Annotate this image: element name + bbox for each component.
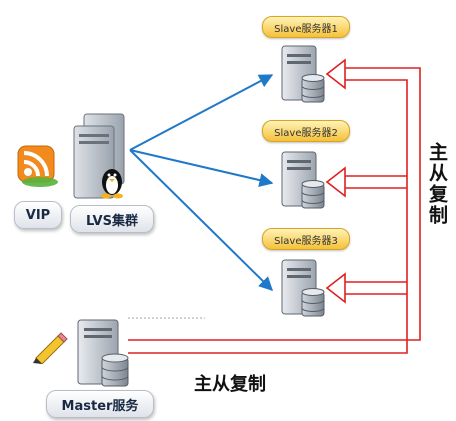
database-server-icon: [281, 151, 325, 209]
slave-1-tag: Slave服务器1: [262, 16, 350, 38]
replication-arrowhead-3: [325, 272, 346, 304]
lb-arrow-slave-2: [129, 149, 274, 187]
replication-arrowhead-1: [325, 58, 346, 90]
database-server-icon: [281, 259, 325, 317]
master-label: Master服务: [46, 390, 154, 418]
vip-label: VIP: [14, 201, 62, 229]
lb-arrow-slave-1: [129, 74, 274, 151]
lb-arrow-slave-3: [129, 149, 273, 291]
slave-2-tag: Slave服务器2: [262, 120, 350, 142]
linux-server-icon: [73, 113, 125, 199]
replication-pipe: [128, 67, 421, 354]
lvs-label: LVS集群: [70, 205, 154, 233]
slave-3-tag: Slave服务器3: [262, 228, 350, 250]
database-server-icon: [281, 45, 325, 103]
replication-arrowhead-2: [325, 166, 346, 198]
rss-feed-icon: [17, 145, 58, 187]
replication-label-horizontal: 主从复制: [194, 374, 266, 395]
database-server-icon: [77, 319, 129, 387]
pencil-icon: [33, 332, 68, 364]
replication-label-vertical: 主从复制: [426, 142, 448, 226]
